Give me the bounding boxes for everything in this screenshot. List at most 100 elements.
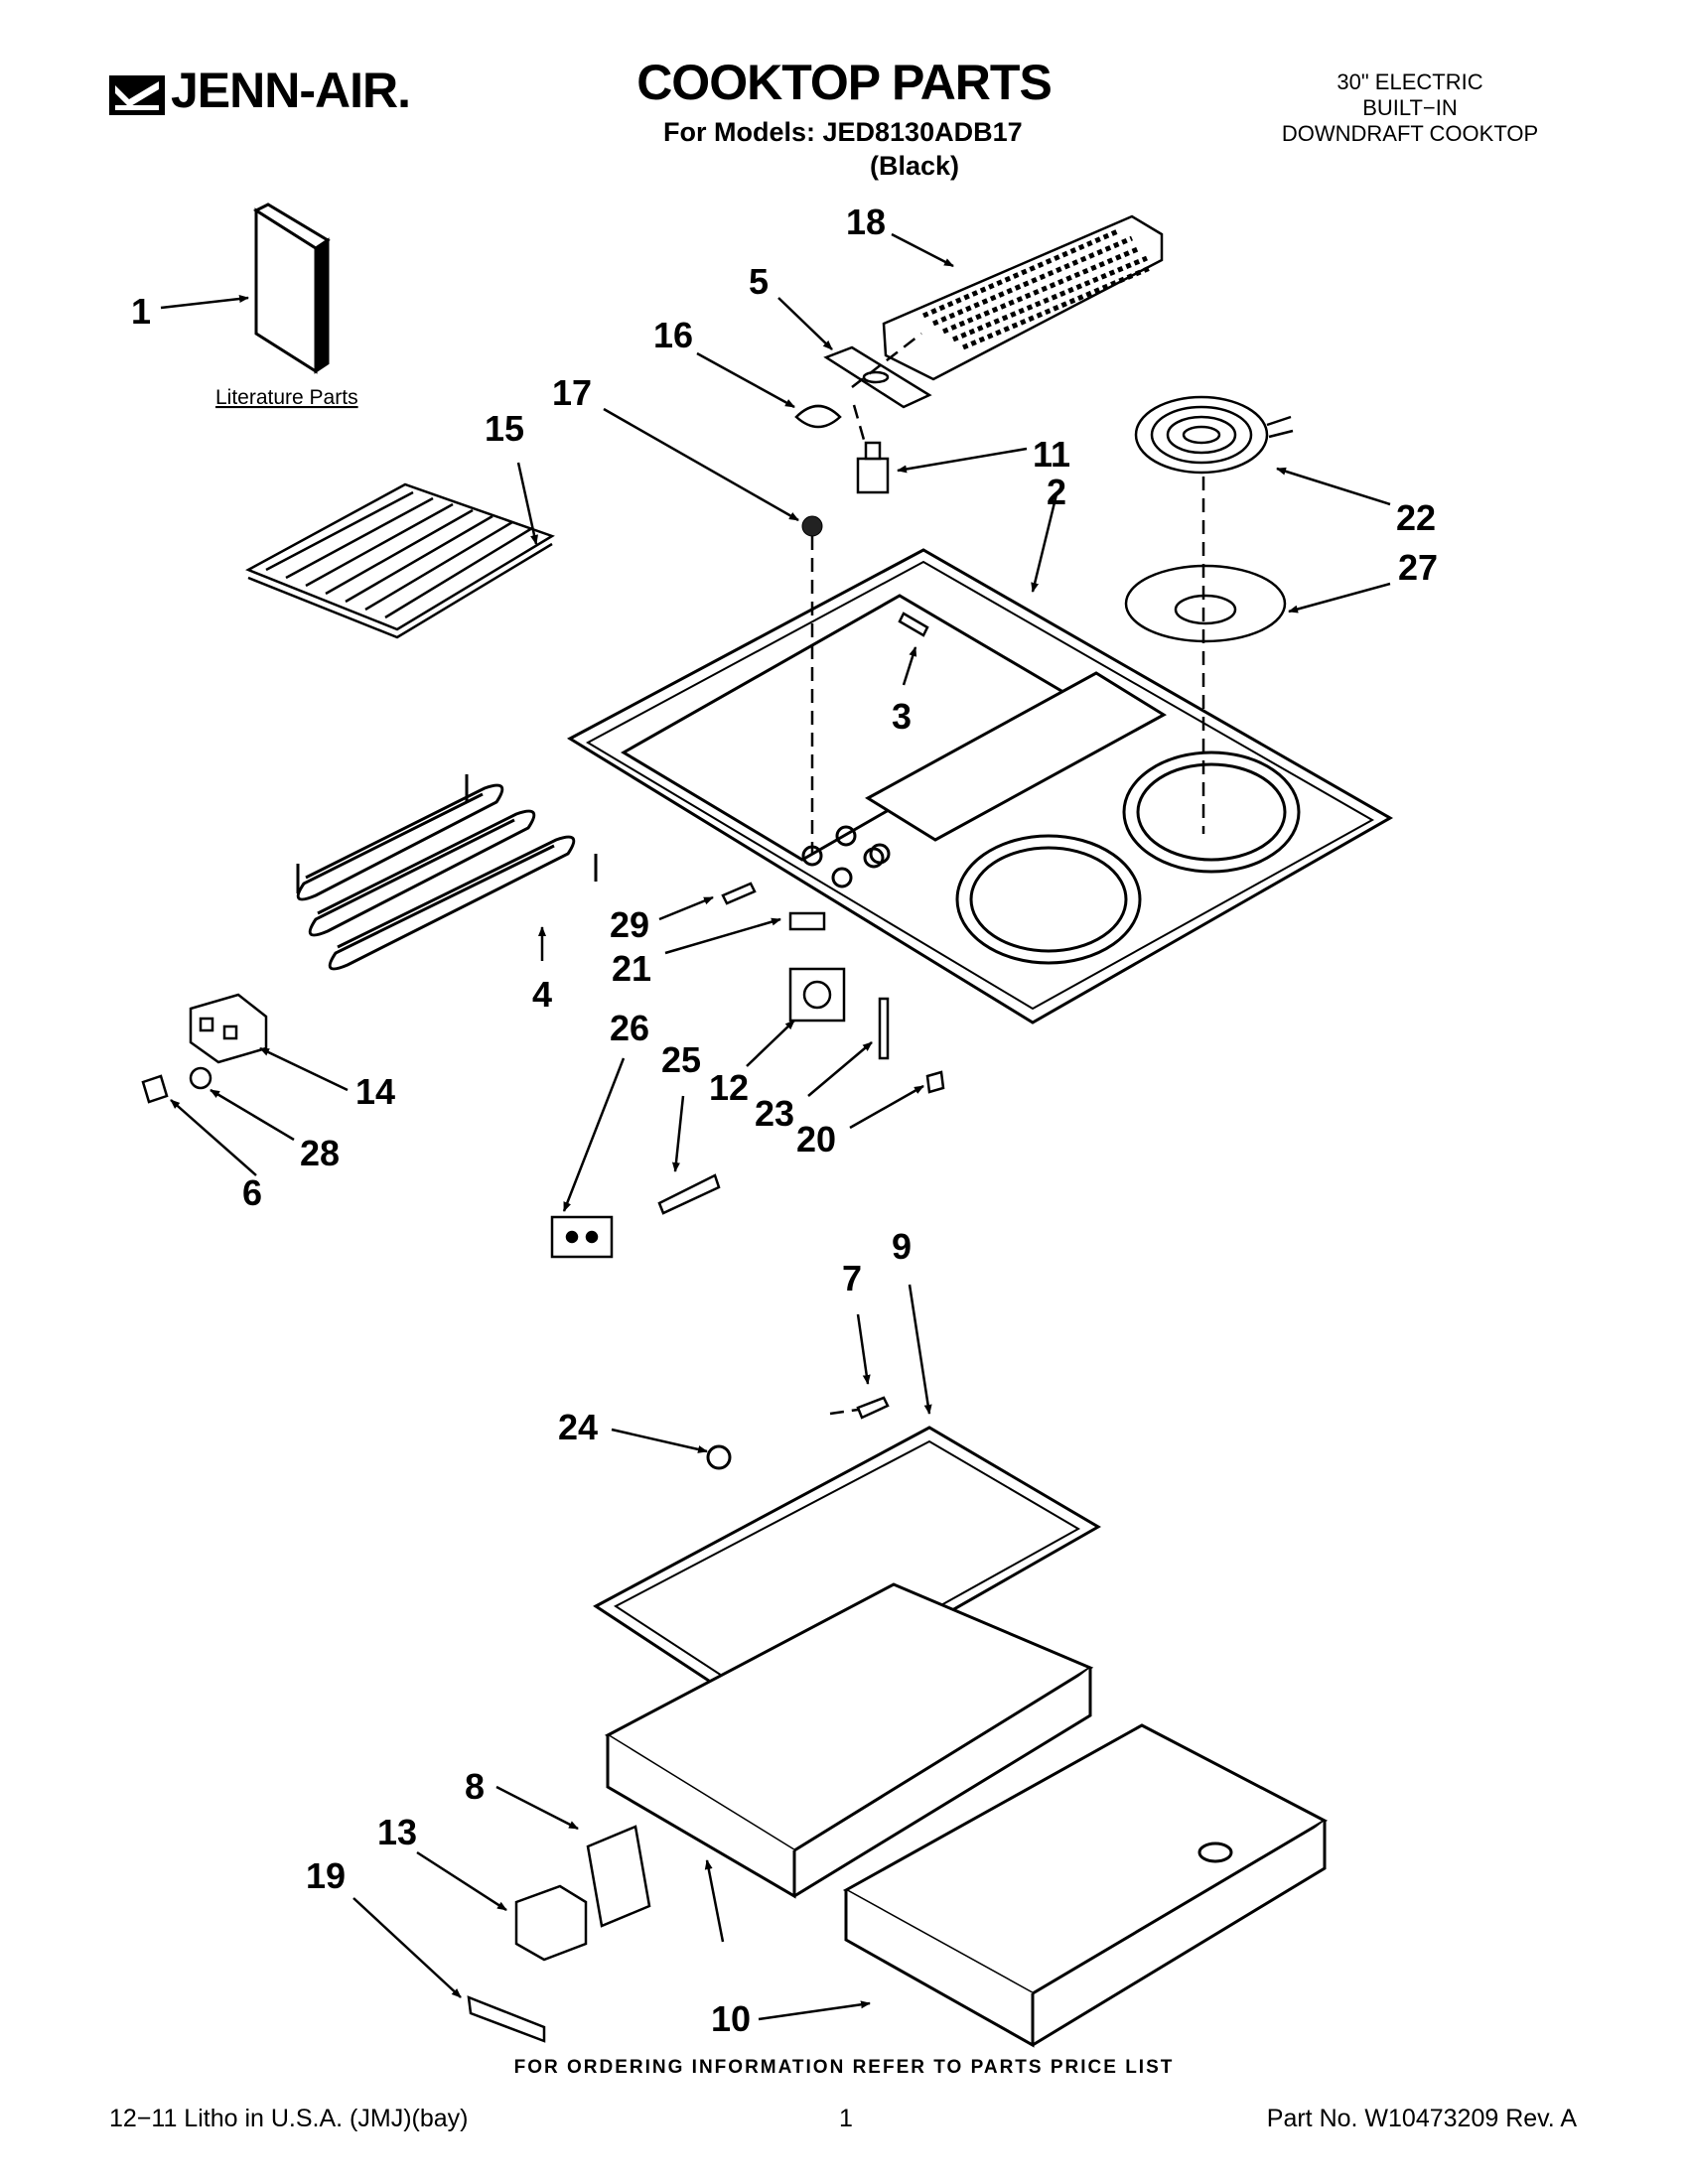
assembly-line	[851, 333, 922, 388]
mounting-bracket	[467, 1995, 546, 2043]
leader-line	[696, 351, 795, 409]
knob-cap	[794, 404, 842, 429]
power-terminal-block	[514, 1884, 588, 1962]
leader-line	[856, 1313, 871, 1385]
infinite-switch	[788, 967, 846, 1023]
leader-line	[807, 1041, 873, 1097]
housing-screw	[856, 1396, 890, 1420]
leader-line	[902, 646, 917, 686]
ordering-note: FOR ORDERING INFORMATION REFER TO PARTS …	[513, 2057, 1175, 2078]
assembly-lines	[810, 333, 1205, 1416]
callout-2: 2	[1047, 472, 1066, 512]
callout-24: 24	[558, 1407, 598, 1447]
switch-panel	[550, 1215, 614, 1259]
model-number: For Models: JED8130ADB17	[663, 117, 1023, 147]
leader-line	[210, 1088, 295, 1142]
brand-logo: JENN-AIR.	[109, 62, 467, 125]
grill-element	[296, 774, 598, 971]
drip-bowl	[1124, 564, 1287, 643]
callout-16: 16	[653, 315, 693, 355]
callout-8: 8	[465, 1766, 485, 1807]
brand-name: JENN-AIR.	[171, 63, 411, 118]
callout-3: 3	[892, 696, 912, 737]
callout-28: 28	[300, 1133, 340, 1173]
leader-line	[495, 1785, 579, 1831]
switch-clip	[925, 1070, 945, 1094]
spec-line: 30" ELECTRIC	[1336, 69, 1483, 94]
leader-line	[516, 462, 538, 545]
leader-line	[671, 1095, 685, 1172]
assembly-line	[829, 1408, 859, 1416]
base-pan	[842, 1723, 1329, 2048]
callout-20: 20	[796, 1119, 836, 1160]
model-color: (Black)	[870, 151, 960, 181]
terminal-block	[189, 993, 268, 1064]
leader-line	[897, 447, 1028, 474]
jenn-air-logo-icon	[109, 75, 165, 115]
assembly-line	[852, 404, 868, 448]
product-spec: 30" ELECTRIC BUILT−IN DOWNDRAFT COOKTOP	[1221, 69, 1599, 147]
callout-19: 19	[306, 1855, 346, 1896]
indicator-light	[878, 997, 890, 1060]
callout-numbers: 1 2 3 4 5 6 7 8 9 10 11 12 13 14 15 16 1…	[131, 202, 1438, 2039]
control-knob	[801, 515, 823, 537]
leader-lines	[160, 232, 1391, 2021]
leader-line	[658, 895, 714, 921]
leader-line	[746, 1020, 795, 1067]
callout-10: 10	[711, 1998, 751, 2039]
downdraft-housing	[604, 1582, 1094, 1899]
callout-12: 12	[709, 1067, 749, 1108]
callout-11: 11	[1033, 434, 1070, 475]
leader-line	[704, 1859, 725, 1943]
leader-line	[352, 1897, 462, 1998]
bracket-strap	[657, 1173, 721, 1215]
literature-parts-label: Literature Parts	[215, 386, 358, 409]
nut	[706, 1444, 732, 1470]
surface-element	[1134, 395, 1294, 475]
leader-line	[562, 1057, 626, 1212]
leader-line	[259, 1046, 349, 1092]
callout-4: 4	[532, 974, 552, 1015]
leader-line	[416, 1850, 507, 1912]
leader-line	[777, 297, 833, 350]
leader-line	[664, 917, 781, 955]
part-number: Part No. W10473209 Rev. A	[1266, 2105, 1577, 2132]
callout-29: 29	[610, 904, 649, 945]
leader-line	[1288, 582, 1391, 614]
literature-booklet	[252, 203, 331, 374]
leader-line	[849, 1084, 924, 1130]
callout-13: 13	[377, 1812, 417, 1852]
callout-14: 14	[355, 1071, 395, 1112]
leader-line	[758, 2000, 871, 2021]
frame-screw	[898, 612, 929, 637]
bracket-plate	[823, 345, 932, 409]
leader-line	[1031, 493, 1058, 593]
callout-27: 27	[1398, 547, 1438, 588]
callout-21: 21	[612, 948, 651, 989]
callout-5: 5	[749, 261, 769, 302]
callout-9: 9	[892, 1226, 912, 1267]
spec-line: DOWNDRAFT COOKTOP	[1281, 121, 1539, 146]
leader-line	[1276, 467, 1391, 506]
vent-grille	[882, 214, 1164, 381]
grommet	[189, 1066, 212, 1090]
switch-screw	[721, 882, 757, 905]
leader-line	[170, 1099, 257, 1176]
leader-line	[160, 295, 249, 310]
callout-26: 26	[610, 1008, 649, 1048]
indicator-plate	[788, 911, 826, 931]
callout-22: 22	[1396, 497, 1436, 538]
callout-1: 1	[131, 291, 151, 332]
leader-line	[908, 1284, 932, 1415]
leader-line	[891, 232, 954, 268]
spec-line: BUILT−IN	[1362, 95, 1458, 120]
page-number: 1	[839, 2105, 853, 2132]
callout-7: 7	[842, 1258, 862, 1298]
callout-18: 18	[846, 202, 886, 242]
leader-line	[611, 1428, 708, 1453]
cooktop-frame	[566, 548, 1394, 1024]
callout-25: 25	[661, 1039, 701, 1080]
mounting-clip	[141, 1074, 169, 1104]
page-title: COOKTOP PARTS	[636, 55, 1053, 110]
